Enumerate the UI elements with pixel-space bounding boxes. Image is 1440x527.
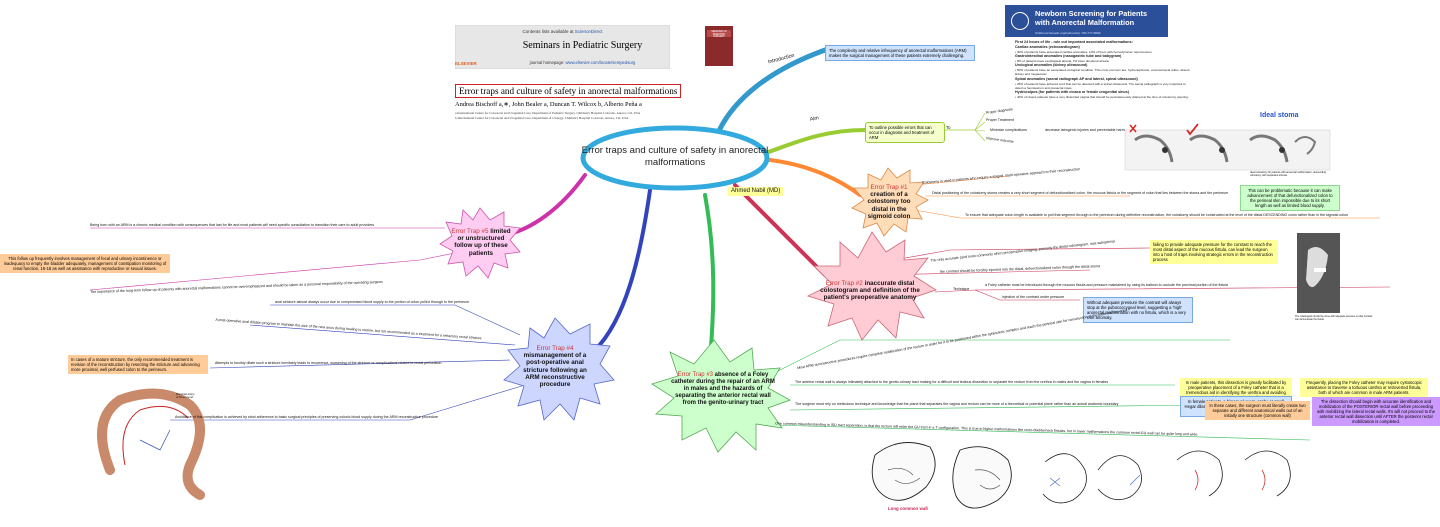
trap2-tag: Error Trap #2	[825, 280, 863, 287]
author-label: Ahmed Nabil (MD)	[728, 187, 784, 196]
hospital-logo-icon	[1011, 12, 1029, 30]
aim-item: Proper Treatment	[986, 118, 1014, 122]
nb-cardiac-text: • 30% of patients have associated cardia…	[1015, 49, 1153, 54]
banner-sub: childrenscolorado.org/colorectal | 720-7…	[1035, 31, 1101, 35]
trap3-tag: Error Trap #3	[677, 372, 713, 378]
affiliation-a: a International Center for Colorectal an…	[455, 111, 641, 115]
trap3-node[interactable]: Error Trap #3 absence of a Foley cathete…	[668, 372, 778, 406]
anatomy-sketches	[871, 442, 1291, 509]
branch-trap1	[768, 158, 862, 197]
newborn-screening-banner: Newborn Screening for Patients with Anor…	[1005, 5, 1168, 37]
trap3-bullet: The anterior rectal wall is always intim…	[795, 380, 1109, 384]
colostogram-caption: The colostogram should be done with adeq…	[1295, 315, 1373, 321]
branch-aim	[758, 128, 867, 157]
newborn-screening-text: First 24 hours of life - rule out import…	[1015, 40, 1195, 99]
homepage-link[interactable]: www.elsevier.com/locate/sempedsurg	[565, 60, 636, 65]
trap4-bullet: Attempts to forcibly dilate such a stric…	[215, 361, 442, 365]
nb-uro-text: • 50% of patients have an associated uro…	[1015, 68, 1190, 77]
trap5-title: limited or unstructured follow up of the…	[454, 228, 511, 257]
trap2-burst	[806, 231, 937, 341]
nb-cardiac: Cardiac anomalies (echocardiogram)	[1015, 44, 1080, 49]
trap1-note: This can be problematic because it can m…	[1240, 185, 1340, 212]
banner-line1: Newborn Screening for Patients	[1035, 9, 1148, 18]
central-topic[interactable]: Error traps and culture of safety in ano…	[581, 145, 769, 168]
branch-trap3	[703, 193, 716, 362]
trap2-node[interactable]: Error Trap #2 inaccurate distal colostog…	[820, 280, 920, 302]
trap4-treatment-box: In cases of a mature stricture, the only…	[68, 355, 208, 375]
nb-heading: First 24 hours of life - rule out import…	[1015, 40, 1133, 44]
trap3-foley-box: Frequently, placing the Foley catheter m…	[1300, 378, 1428, 398]
trap5-node[interactable]: Error Trap #5 limited or unstructured fo…	[450, 228, 512, 257]
trap4-node[interactable]: Error Trap #4 mismanagement of a post-op…	[520, 345, 590, 388]
aim-item: Minimize complications	[990, 128, 1027, 132]
journal-header: Contents lists available at ScienceDirec…	[455, 25, 670, 69]
trap5-bullet: Being born with an ARM is a chronic medi…	[90, 223, 375, 227]
banner-line2: with Anorectal Malformation	[1035, 18, 1135, 27]
trap2-technique: Technique	[953, 287, 970, 291]
trap2-bullet: a Foley catheter must be introduced thro…	[985, 283, 1228, 287]
colon-illustrations	[1124, 123, 1331, 171]
publisher-name: ELSEVIER	[455, 61, 477, 66]
nb-spinal-text: • 25% of patients have tethered cord tha…	[1015, 81, 1186, 90]
trap1-node[interactable]: Error Trap #1 creation of a colostomy to…	[864, 184, 914, 220]
trap2-info: Without adequate pressure the contrast w…	[1083, 297, 1193, 324]
trap3-title: absence of a Foley catheter during the r…	[671, 372, 775, 406]
nb-gi: Gastrointestinal anomalies (nasogastric …	[1015, 54, 1122, 59]
trap3-burst	[651, 339, 791, 453]
trap2-bullet: injection of the contrast under pressure	[1002, 295, 1065, 299]
trap4-burst	[503, 317, 615, 421]
branch-trap4	[593, 188, 652, 352]
sciencedirect-link[interactable]: ScienceDirect	[574, 29, 603, 34]
trap4-title: mismanagement of a post-operative anal s…	[523, 352, 587, 389]
trap1-tag: Error Trap #1	[870, 184, 908, 191]
trap2-title: inaccurate distal colostogram and defini…	[820, 280, 920, 302]
trap4-bullet: Avoidance of this complication is achiev…	[175, 415, 439, 419]
affiliation-b: b International Center for Colorectal an…	[455, 116, 629, 120]
trap1-title: creation of a colostomy too distal in th…	[867, 191, 911, 220]
branch-trap2	[733, 183, 827, 277]
stoma-caption: Ideal colostomy for patients with anorec…	[1250, 171, 1326, 177]
trap5-followup-box: This follow up frequently involves manag…	[0, 254, 170, 274]
colon-illustration	[97, 388, 205, 500]
nb-uro: Urological anomalies (kidney ultrasound)	[1015, 63, 1088, 68]
nb-gi-text: • 8% of patients have esophageal atresia…	[1015, 59, 1110, 64]
ideal-stoma-label: Ideal stoma	[1260, 112, 1299, 119]
aim-text: To outline possible errors that can occu…	[865, 122, 945, 144]
cover-label: SEMINARS IN PEDIATRIC SURGERY	[711, 30, 727, 39]
trap1-burst	[851, 167, 929, 237]
contents-line: Contents lists available at ScienceDirec…	[522, 29, 603, 34]
journal-name: Seminars in Pediatric Surgery	[522, 40, 643, 51]
trap4-bullet: anal stricture almost always occur due t…	[275, 300, 469, 304]
trap1-bullet: To ensure that adequate colon length is …	[965, 213, 1348, 217]
trap3-posterior-box: The dissection should begin with accurat…	[1312, 397, 1440, 427]
check-mark-icon	[1186, 123, 1199, 136]
trap2-warning: failing to provide adequate pressure for…	[1150, 240, 1278, 265]
trap5-burst	[439, 207, 521, 279]
journal-homepage: journal homepage: www.elsevier.com/locat…	[529, 60, 636, 65]
branch-introduction	[712, 47, 828, 143]
aim-to: To	[946, 125, 951, 130]
paper-authors: Andrea Bischoff a,∗, John Bealer a, Dunc…	[455, 101, 642, 108]
long-common-wall-caption: Long common wall	[888, 506, 928, 511]
trap4-tag: Error Trap #4	[536, 345, 574, 352]
trap1-bullet: Distal positioning of the colostomy stom…	[932, 191, 1229, 195]
aim-tail: decrease iatrogenic injuries and prevent…	[1045, 128, 1125, 132]
wrong-mark-icon	[1129, 124, 1137, 133]
introduction-text: The complexity and relative infrequency …	[825, 45, 975, 62]
trap3-common-wall-box: In these cases, the surgeon must literal…	[1205, 401, 1310, 421]
marginal-artery-label: Marginal artery of Drummond	[176, 392, 195, 400]
paper-title: Error traps and culture of safety in ano…	[455, 84, 682, 98]
branch-trap5	[503, 173, 587, 237]
nb-cloaca-text: • 40% of cloaca patients have a very dis…	[1015, 94, 1189, 99]
trap3-bullet: The surgeon must rely on meticulous tech…	[795, 402, 1119, 406]
center-ring	[580, 125, 770, 191]
trap5-tag: Error Trap #5	[451, 228, 489, 235]
nb-cloaca: Hydrocolpos (for patients with cloaca or…	[1015, 89, 1129, 94]
nb-spinal: Spinal anomalies (sacral radiograph AP a…	[1015, 76, 1138, 81]
